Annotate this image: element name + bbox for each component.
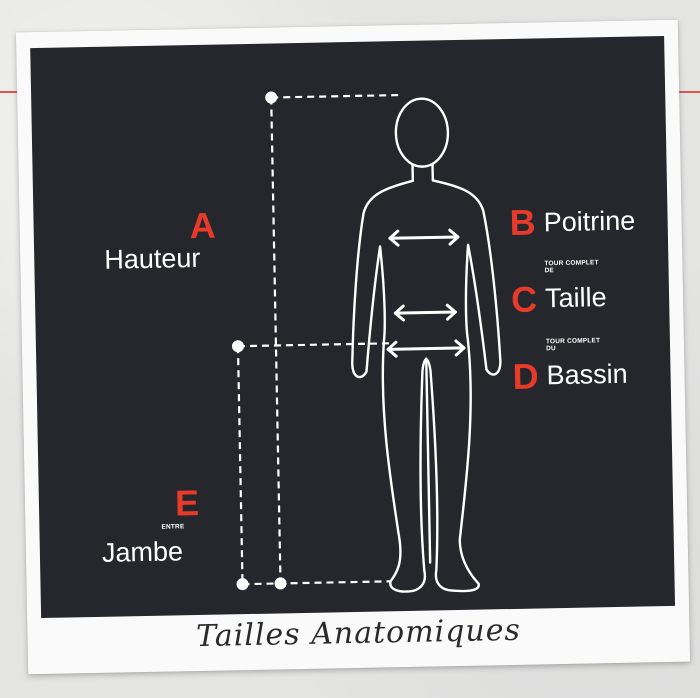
- label-b-letter: B: [509, 204, 536, 240]
- label-c-text: Taille: [545, 284, 607, 312]
- label-d-prefix: TOUR COMPLET DU: [546, 337, 606, 353]
- hip-arrow: [388, 341, 464, 356]
- label-e-prefix: ENTRE: [161, 523, 184, 531]
- waist-arrow: [395, 305, 455, 320]
- leg-top-dot: [232, 340, 244, 352]
- label-a-text: Hauteur: [104, 245, 201, 274]
- head-outline: [395, 98, 448, 167]
- bottom-line: [243, 581, 391, 584]
- label-a-letter: A: [189, 208, 216, 244]
- label-c-prefix: TOUR COMPLET DE: [544, 259, 604, 275]
- caption: Tailles Anatomiques: [27, 610, 690, 658]
- label-b-text: Poitrine: [543, 208, 635, 237]
- height-bottom-dot: [274, 577, 286, 589]
- label-c-letter: C: [511, 281, 538, 317]
- height-vertical-line: [271, 98, 280, 584]
- leg-bottom-dot: [236, 578, 248, 590]
- height-top-line: [271, 95, 403, 98]
- label-d-letter: D: [512, 358, 539, 394]
- leg-vertical-line: [238, 346, 243, 584]
- inner-leg-line: [426, 359, 430, 563]
- label-d-text: Bassin: [546, 361, 628, 390]
- polaroid-frame: A Hauteur B Poitrine TOUR COMPLET DE C T…: [16, 20, 690, 675]
- diagram-panel: A Hauteur B Poitrine TOUR COMPLET DE C T…: [30, 36, 675, 618]
- height-top-dot: [265, 91, 277, 103]
- chest-arrow: [390, 230, 458, 245]
- label-e-text: Jambe: [102, 538, 184, 567]
- body-figure-diagram: [30, 36, 675, 618]
- label-e-letter: E: [175, 485, 200, 521]
